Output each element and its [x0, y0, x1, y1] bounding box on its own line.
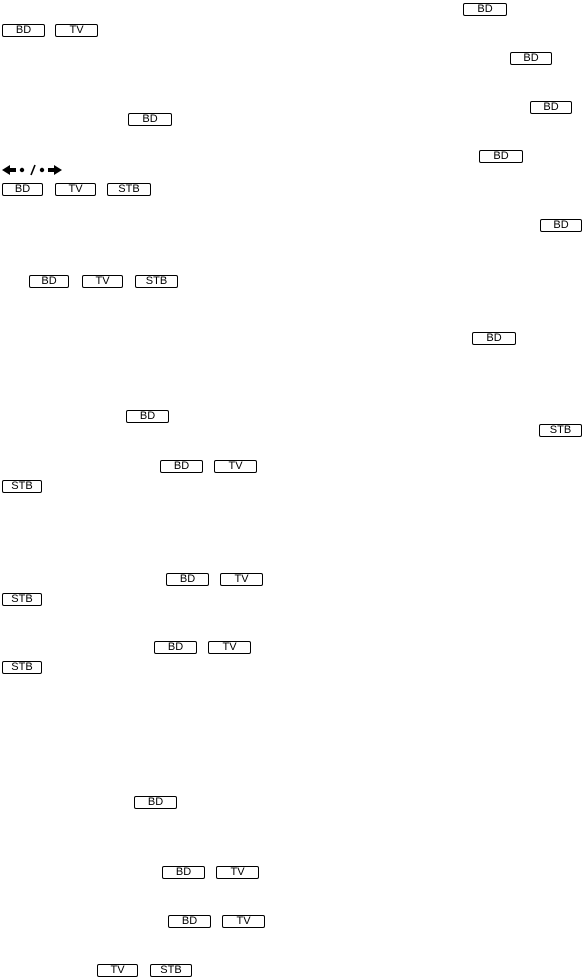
bd-mode-indicator: BD — [530, 101, 572, 114]
bd-mode-indicator: BD — [540, 219, 582, 232]
tv-mode-indicator: TV — [216, 866, 259, 879]
tv-mode-indicator: TV — [97, 964, 138, 977]
stb-mode-indicator: STB — [2, 593, 42, 606]
stb-mode-indicator: STB — [107, 183, 151, 196]
stb-mode-indicator: STB — [150, 964, 192, 977]
bd-mode-indicator: BD — [126, 410, 169, 423]
bd-mode-indicator: BD — [29, 275, 69, 288]
tv-mode-indicator: TV — [55, 24, 98, 37]
bd-mode-indicator: BD — [479, 150, 523, 163]
bd-mode-indicator: BD — [162, 866, 205, 879]
tv-mode-indicator: TV — [214, 460, 257, 473]
bd-mode-indicator: BD — [2, 183, 43, 196]
bd-mode-indicator: BD — [463, 3, 507, 16]
tv-mode-indicator: TV — [220, 573, 263, 586]
bd-mode-indicator: BD — [128, 113, 172, 126]
bd-mode-indicator: BD — [166, 573, 209, 586]
tv-mode-indicator: TV — [208, 641, 251, 654]
bd-mode-indicator: BD — [2, 24, 45, 37]
bd-mode-indicator: BD — [472, 332, 516, 345]
bd-mode-indicator: BD — [134, 796, 177, 809]
stb-mode-indicator: STB — [2, 480, 42, 493]
left-right-arrows-icon — [2, 164, 62, 176]
stb-mode-indicator: STB — [135, 275, 178, 288]
tv-mode-indicator: TV — [222, 915, 265, 928]
stb-mode-indicator: STB — [2, 661, 42, 674]
tv-mode-indicator: TV — [55, 183, 96, 196]
bd-mode-indicator: BD — [510, 52, 552, 65]
tv-mode-indicator: TV — [82, 275, 123, 288]
stb-mode-indicator: STB — [539, 424, 582, 437]
bd-mode-indicator: BD — [168, 915, 211, 928]
bd-mode-indicator: BD — [154, 641, 197, 654]
bd-mode-indicator: BD — [160, 460, 203, 473]
